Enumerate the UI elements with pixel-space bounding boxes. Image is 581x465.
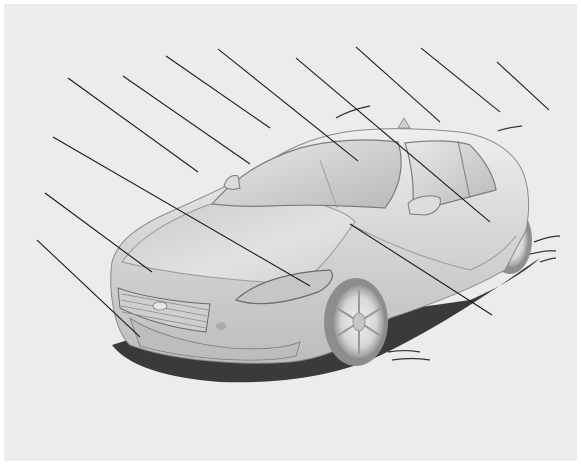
- front-wheel: [324, 278, 388, 366]
- fog-light: [216, 322, 226, 330]
